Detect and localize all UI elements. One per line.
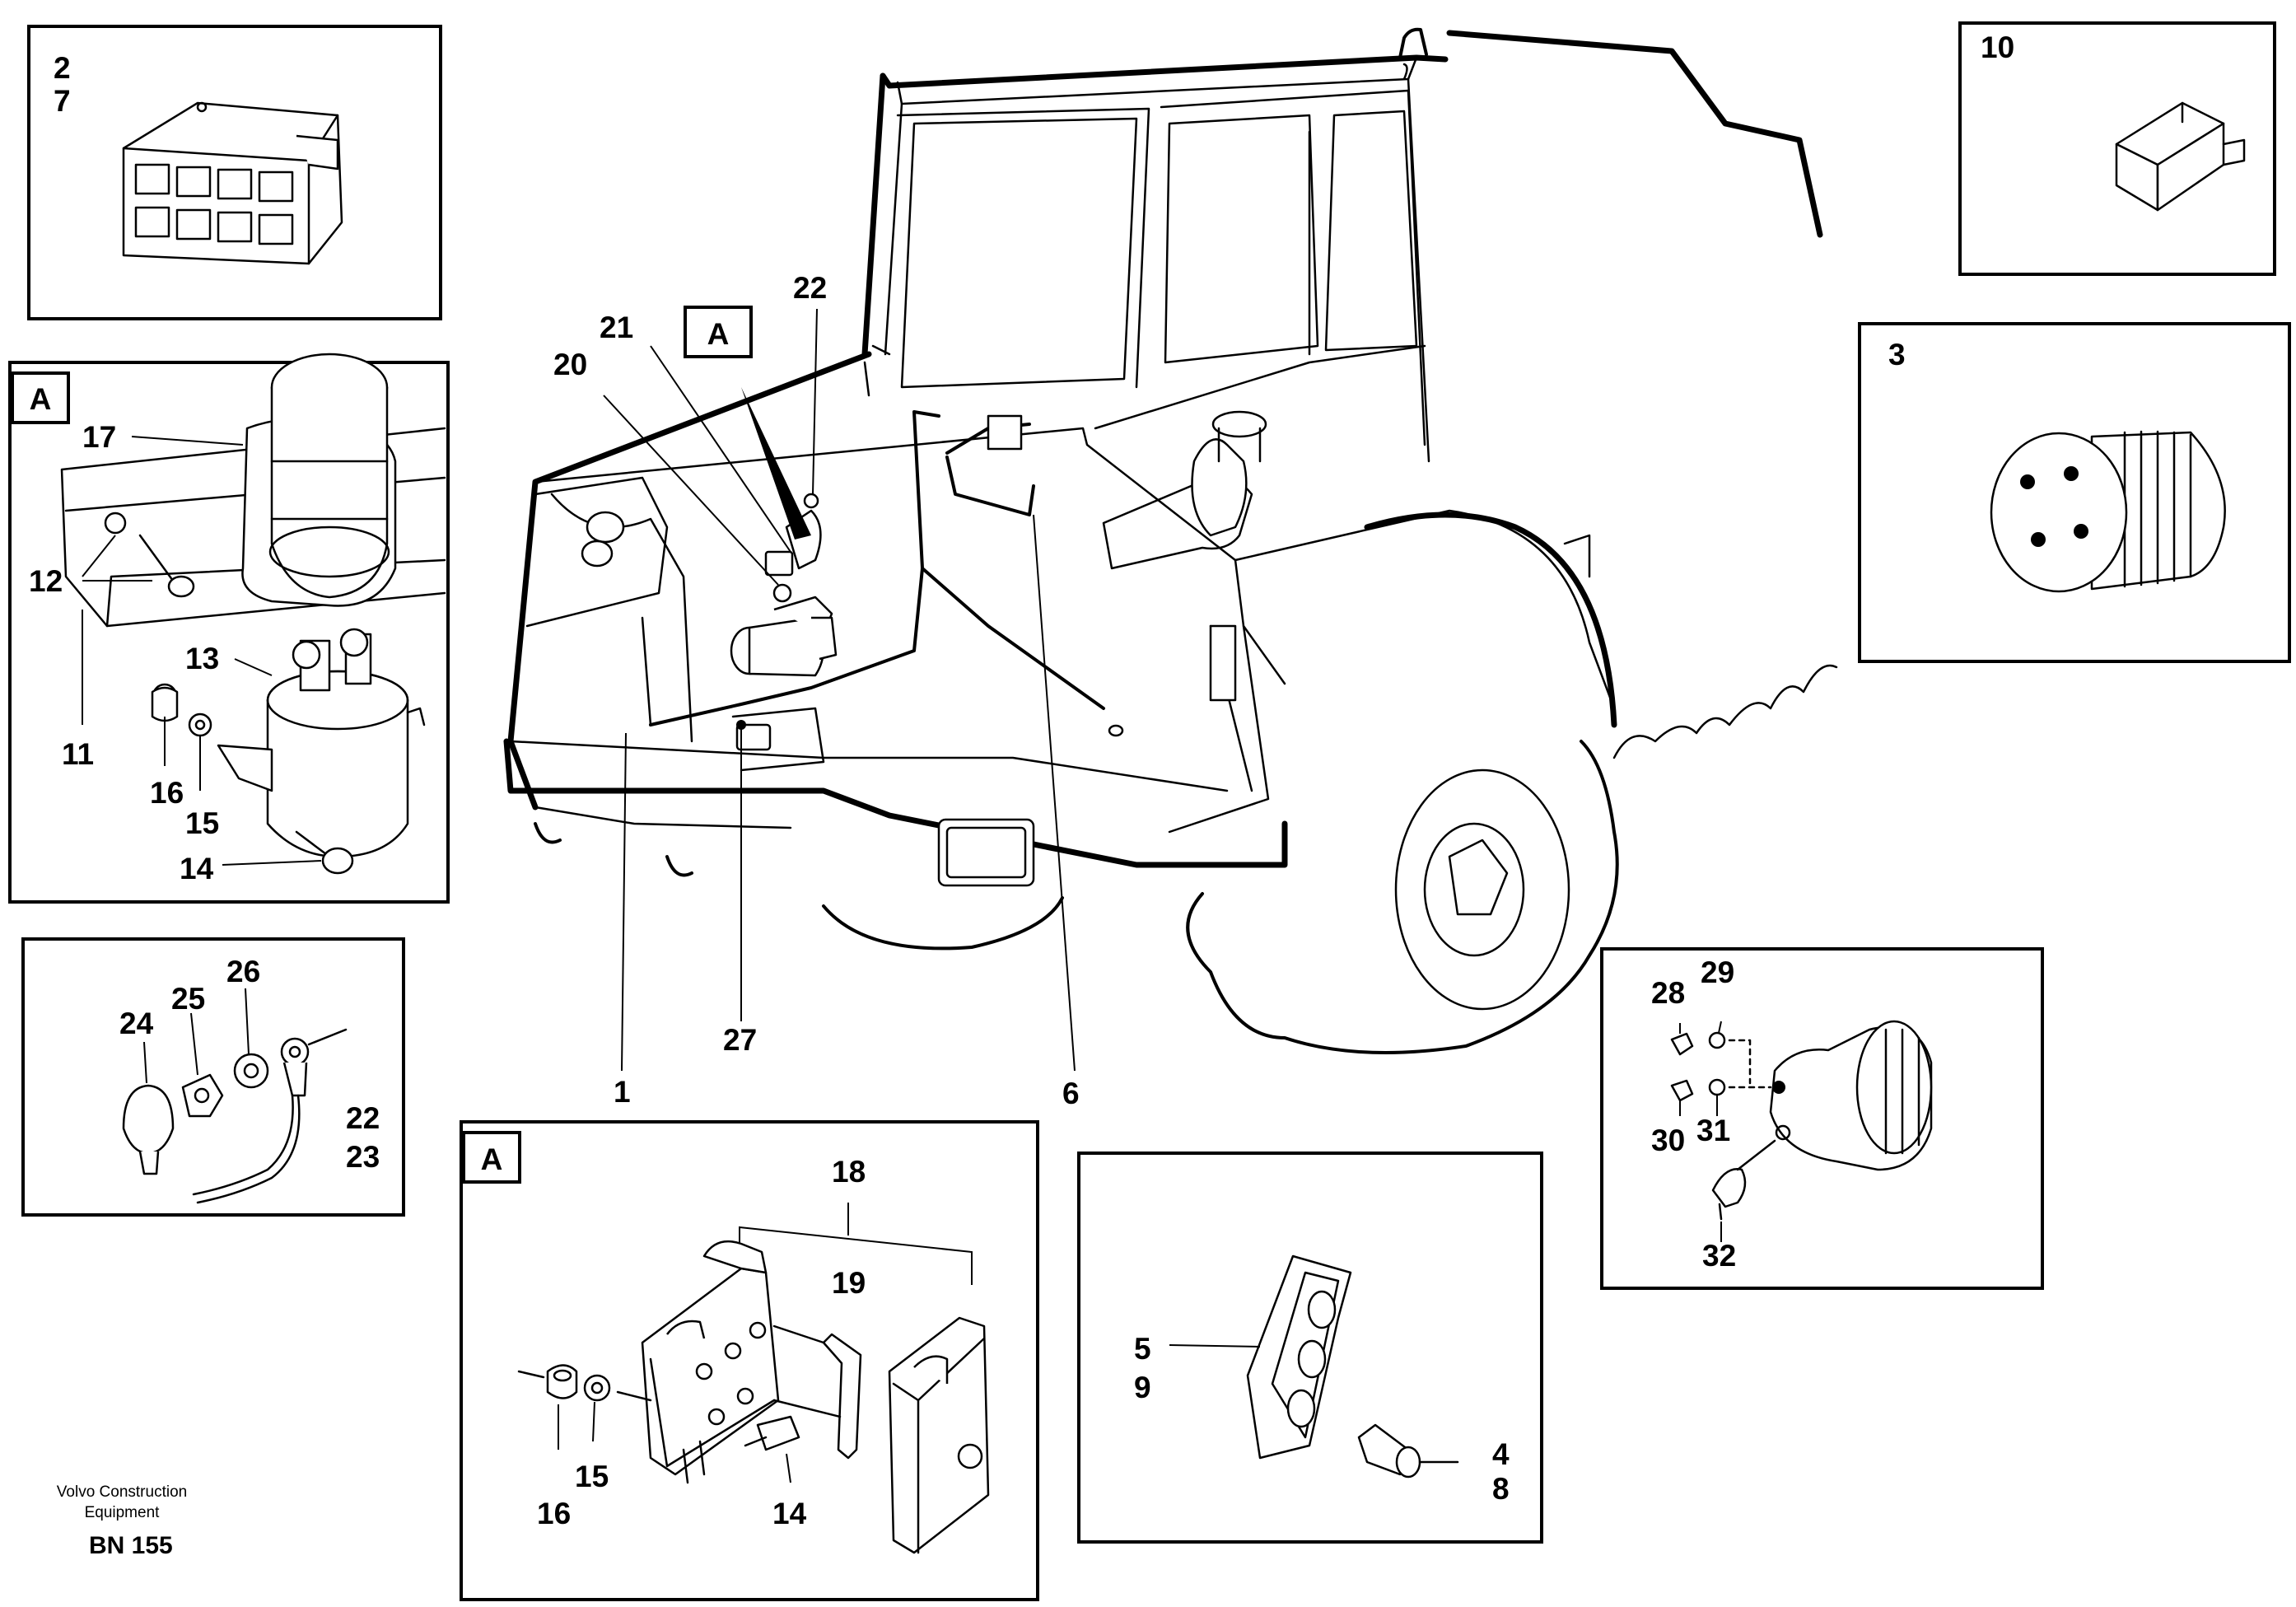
label-15-bottom: 15: [575, 1460, 609, 1493]
label-14-bottom: 14: [772, 1497, 807, 1530]
label-17: 17: [82, 420, 116, 454]
label-10: 10: [1981, 30, 2014, 64]
callout-box-A-top: [684, 306, 753, 358]
label-18: 18: [832, 1155, 866, 1189]
label-5: 5: [1134, 1332, 1151, 1366]
label-21: 21: [600, 311, 633, 344]
label-27: 27: [723, 1023, 757, 1057]
label-11: 11: [62, 737, 94, 771]
label-24: 24: [119, 1007, 154, 1040]
label-13: 13: [185, 642, 219, 675]
label-12: 12: [29, 564, 63, 598]
label-9: 9: [1134, 1371, 1151, 1404]
label-28: 28: [1651, 976, 1685, 1010]
label-4: 4: [1492, 1437, 1510, 1471]
label-23: 23: [346, 1140, 380, 1174]
panel-sensor-28-32: 28 29 30 31 32: [1600, 947, 2044, 1290]
label-29: 29: [1701, 955, 1734, 989]
label-6: 6: [1062, 1077, 1080, 1110]
round-connector-icon: [1990, 430, 2226, 593]
panel-connector-2-7: 2 7: [27, 25, 442, 320]
label-1: 1: [614, 1075, 631, 1109]
brand-line-1: Volvo Construction: [57, 1483, 187, 1501]
panel-A-relay: A: [8, 353, 450, 904]
label-8: 8: [1492, 1472, 1510, 1506]
diagram-code: BN 155: [89, 1532, 173, 1559]
label-19: 19: [832, 1266, 866, 1300]
footer-brand: Volvo Construction Equipment BN 155: [57, 1483, 187, 1559]
label-32: 32: [1702, 1239, 1736, 1273]
label-14-left: 14: [180, 852, 214, 885]
panel-A-fuse-box: A 18 19 16 15 1: [460, 1120, 1039, 1601]
label-22-top: 22: [793, 271, 827, 305]
label-3: 3: [1888, 338, 1906, 371]
brand-line-2: Equipment: [85, 1504, 161, 1521]
connector-8pin-icon: [122, 101, 343, 265]
solenoid-13-icon: [266, 628, 426, 858]
panel-switch-panel: 5 9 4 8: [1077, 1152, 1543, 1544]
label-16-left: 16: [150, 776, 184, 810]
callout-A-left: A: [30, 382, 52, 416]
label-16-bottom: 16: [537, 1497, 571, 1530]
panel-connector-3: 3: [1858, 322, 2291, 663]
machine-illustration: [503, 27, 1838, 1054]
label-26: 26: [226, 955, 260, 988]
panel-cable-terminal: 24 25 26 22 23: [21, 937, 405, 1217]
label-20: 20: [553, 348, 587, 381]
label-31: 31: [1696, 1114, 1730, 1147]
label-15-left: 15: [185, 806, 219, 840]
label-7: 7: [54, 84, 71, 118]
callout-A-bottom: A: [481, 1142, 503, 1176]
label-30: 30: [1651, 1123, 1685, 1157]
leader-lines: [603, 308, 1076, 1072]
label-22-mid: 22: [346, 1101, 380, 1135]
callout-A-top: A: [707, 317, 730, 351]
relay-17-icon: [241, 353, 397, 607]
label-25: 25: [171, 982, 205, 1016]
label-2: 2: [54, 51, 71, 85]
